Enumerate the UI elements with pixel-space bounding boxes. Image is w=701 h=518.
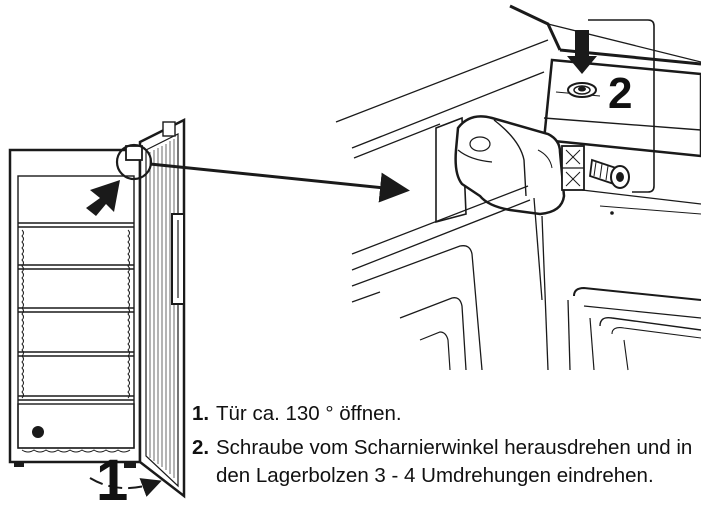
step-text: Schraube vom Scharnierwinkel herausdrehe… [216, 436, 693, 487]
step-text: Tür ca. 130 ° öffnen. [216, 402, 402, 425]
screw-icon [589, 158, 630, 189]
leader-arrow [149, 162, 410, 203]
screw-down-arrow-icon [567, 30, 597, 74]
hinge-magnifier-circle [115, 143, 153, 181]
fridge-shelves [18, 222, 134, 401]
instruction-list: 1. Tür ca. 130 ° öffnen. 2. Schraube vom… [192, 400, 697, 490]
fridge-wall-ribs-right [127, 229, 130, 399]
door-grille [149, 139, 175, 478]
step-number: 1. [192, 402, 210, 425]
pointer-arrow-icon [86, 180, 120, 216]
fridge-wall-ribs-left [21, 229, 24, 399]
hinge-detail-view [335, 4, 701, 371]
fridge-cabinet [8, 148, 142, 464]
step-1-callout: 1 [96, 448, 129, 513]
hinge-icon [454, 115, 566, 216]
top-hinge [125, 145, 143, 161]
step-2-callout: 2 [608, 69, 633, 118]
step-number: 2. [192, 436, 210, 459]
instruction-step-2: 2. Schraube vom Scharnierwinkel herausdr… [192, 434, 697, 490]
fridge-illustration [8, 117, 186, 499]
instruction-step-1: 1. Tür ca. 130 ° öffnen. [192, 400, 697, 428]
rotation-arrow-icon [89, 477, 162, 497]
callout-bracket [588, 19, 655, 193]
fridge-bottom-compartment [17, 403, 135, 449]
drain-plug [32, 426, 44, 438]
